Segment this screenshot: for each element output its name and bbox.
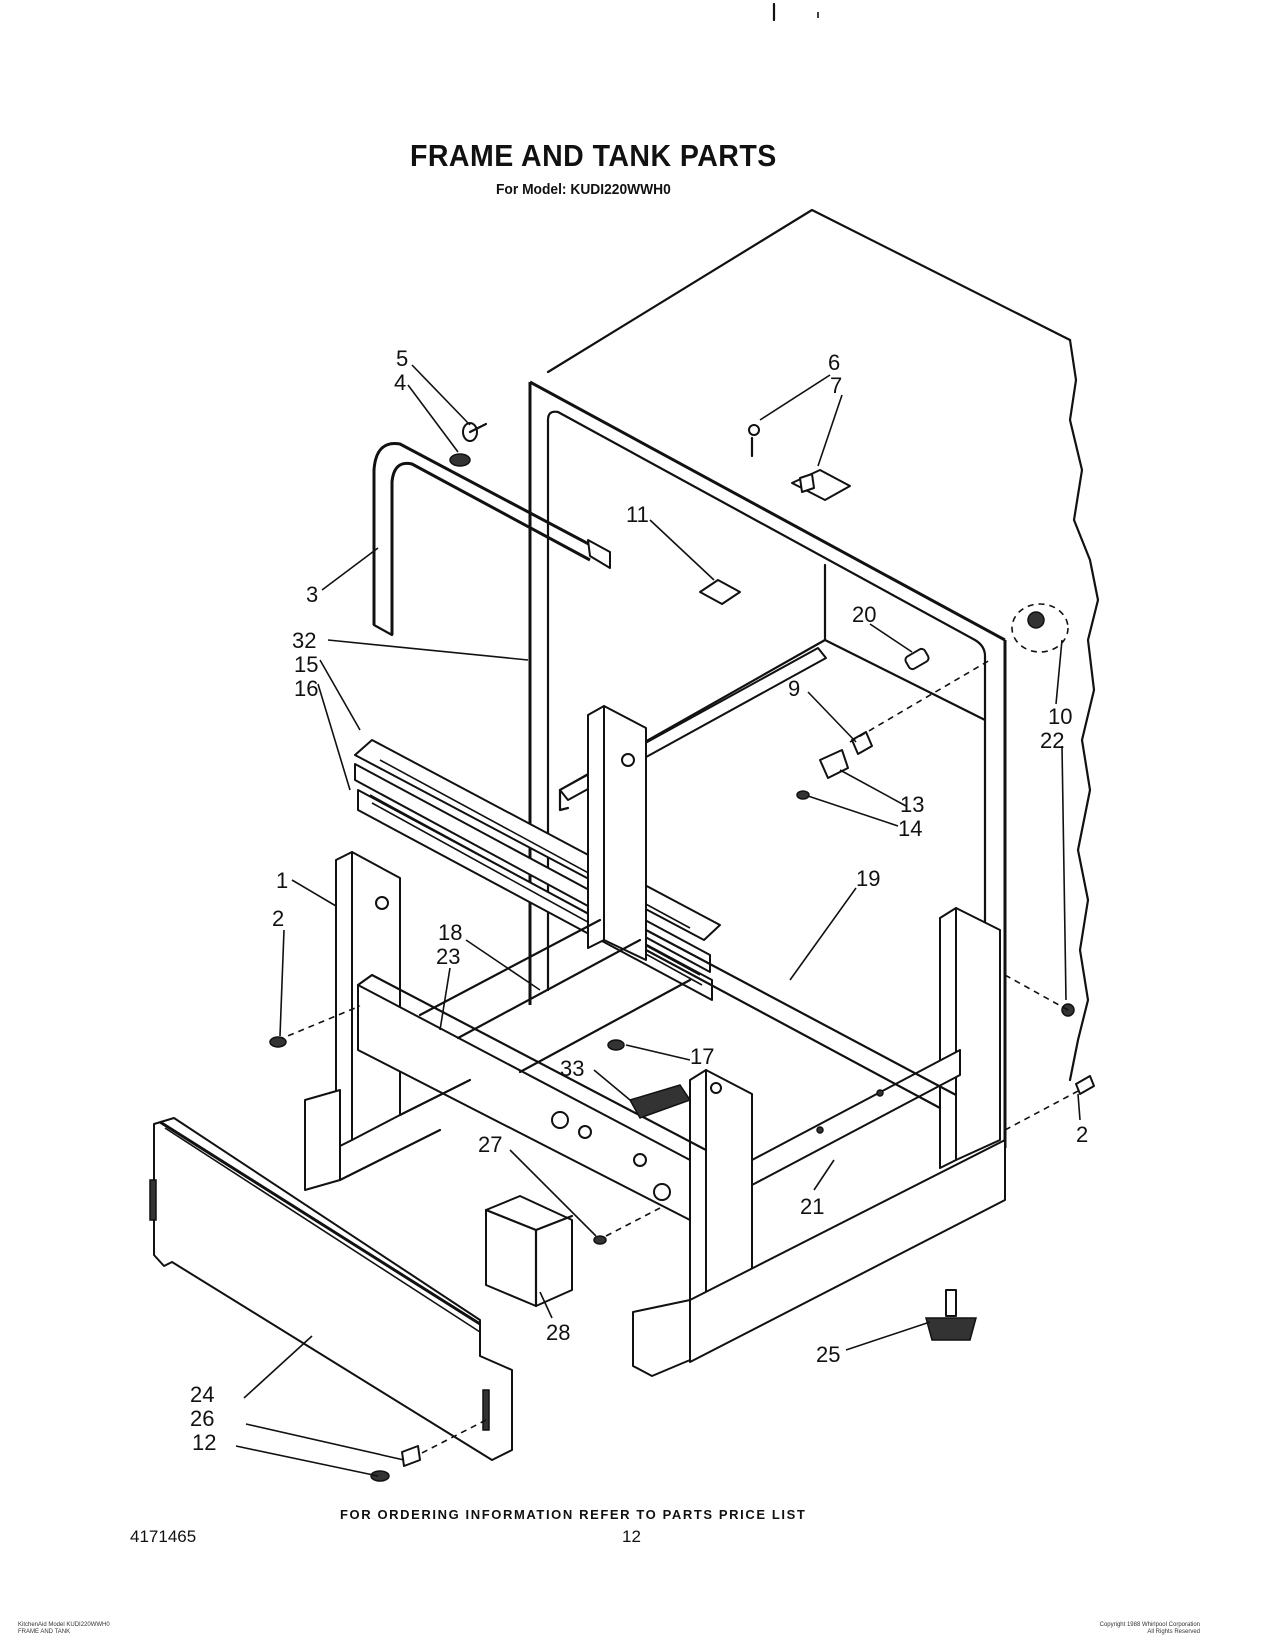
callout-2-left: 2 xyxy=(272,906,284,931)
hinge-assembly xyxy=(796,647,991,800)
callout-28: 28 xyxy=(546,1320,570,1345)
callout-10: 10 xyxy=(1048,704,1072,729)
fine-print-right: Copyright 1988 Whirlpool Corporation All… xyxy=(1000,1622,1200,1636)
model-subtitle: For Model: KUDI220WWH0 xyxy=(496,181,671,198)
screw-part-5 xyxy=(449,422,488,467)
callout-11: 11 xyxy=(626,502,649,527)
callout-22: 22 xyxy=(1040,728,1064,753)
part-33-block xyxy=(628,1084,692,1119)
toe-panel-part-24 xyxy=(149,1117,513,1482)
callout-25: 25 xyxy=(816,1342,840,1367)
callout-19: 19 xyxy=(856,866,880,891)
fine-print-right-line: Copyright 1988 Whirlpool Corporation xyxy=(1099,1622,1200,1628)
callout-33: 33 xyxy=(560,1056,584,1081)
page-title: FRAME AND TANK PARTS xyxy=(410,138,777,173)
ordering-note: FOR ORDERING INFORMATION REFER TO PARTS … xyxy=(340,1507,807,1522)
callout-20: 20 xyxy=(852,602,876,627)
callout-14: 14 xyxy=(898,816,922,841)
callout-1: 1 xyxy=(276,868,288,893)
callout-5: 5 xyxy=(396,346,408,371)
callout-6: 6 xyxy=(828,350,840,375)
callout-32: 32 xyxy=(292,628,316,653)
top-trim-part-3 xyxy=(372,442,611,637)
callout-21: 21 xyxy=(800,1194,824,1219)
callout-15: 15 xyxy=(294,652,318,677)
callout-leaders xyxy=(235,364,1081,1477)
callout-23: 23 xyxy=(436,944,460,969)
callout-13: 13 xyxy=(900,792,924,817)
callout-24: 24 xyxy=(190,1382,214,1407)
document-number: 4171465 xyxy=(130,1527,197,1546)
callout-17: 17 xyxy=(690,1044,714,1069)
page-number: 12 xyxy=(622,1527,641,1546)
callout-16: 16 xyxy=(294,676,318,701)
base-frame xyxy=(269,705,1095,1377)
callout-4: 4 xyxy=(394,370,406,395)
fine-print-right-line: All Rights Reserved xyxy=(1147,1629,1200,1635)
tank-body xyxy=(528,208,1100,1148)
callout-18: 18 xyxy=(438,920,462,945)
fine-print-left-line: KitchenAid Model KUDI220WWH0 xyxy=(18,1622,110,1628)
callout-12: 12 xyxy=(192,1430,216,1455)
switch-box-part-28 xyxy=(484,1195,661,1308)
callout-9: 9 xyxy=(788,676,800,701)
fine-print-left-line: FRAME AND TANK xyxy=(18,1629,71,1635)
callout-3: 3 xyxy=(306,582,318,607)
bracket-part-11 xyxy=(699,579,741,605)
callout-7: 7 xyxy=(830,373,842,398)
callout-27: 27 xyxy=(478,1132,502,1157)
callout-26: 26 xyxy=(190,1406,214,1431)
callout-labels: 5 4 6 7 11 3 32 15 16 20 9 10 22 13 14 1… xyxy=(190,346,1088,1455)
callout-2-right: 2 xyxy=(1076,1122,1088,1147)
clip-part-7 xyxy=(748,424,851,501)
leveling-leg-part-25 xyxy=(925,1289,977,1341)
fine-print-left: KitchenAid Model KUDI220WWH0 FRAME AND T… xyxy=(18,1622,110,1636)
